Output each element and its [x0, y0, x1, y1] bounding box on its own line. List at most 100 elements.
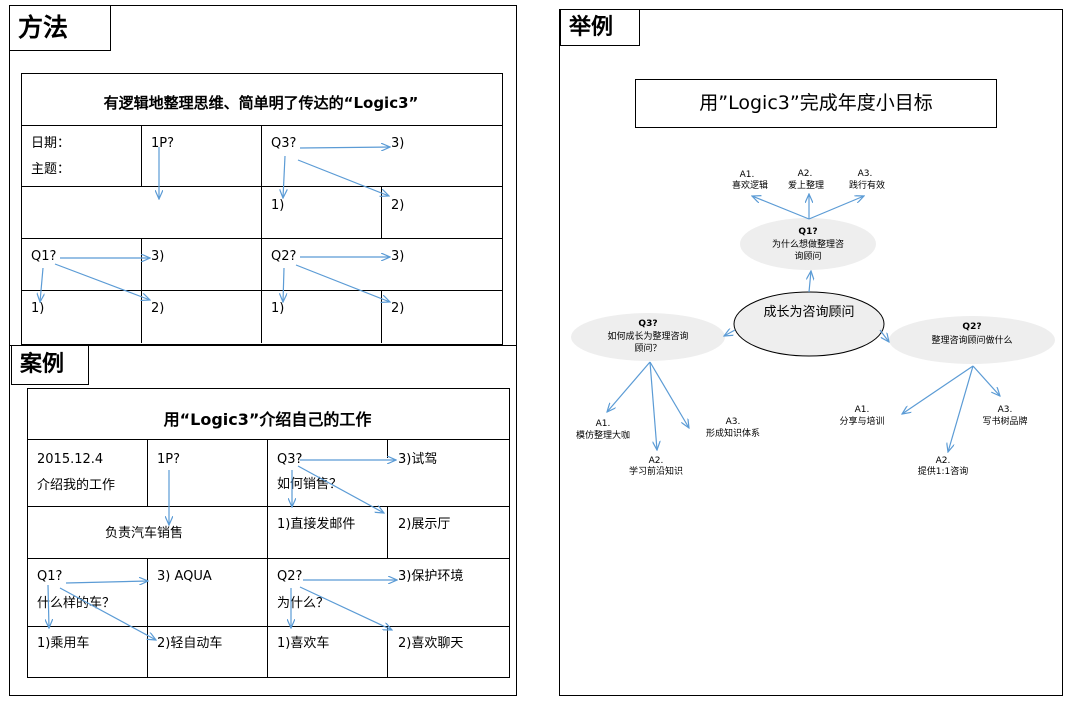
case-q2: Q2?	[277, 569, 303, 584]
q3-a3-text: 形成知识体系	[705, 429, 760, 439]
method-title: 有逻辑地整理思维、简单明了传达的“Logic3”	[103, 94, 419, 112]
method-q2-a2: 2)	[391, 301, 405, 316]
method-q3-a3: 3)	[391, 136, 405, 151]
case-p1: 1P?	[157, 452, 181, 467]
q1-a2-label: A2.	[797, 169, 813, 179]
q2-a1-text: 分享与培训	[839, 417, 885, 427]
q3-a2-text: 学习前沿知识	[628, 467, 683, 477]
q2-text: 整理咨询顾问做什么	[931, 336, 1013, 346]
q2-bubble	[889, 316, 1055, 364]
q3-text: 如何成长为整理咨询顾问？	[607, 332, 689, 354]
case-q1-a2: 2)轻自动车	[157, 636, 223, 651]
case-q2-a3: 3)保护环境	[398, 569, 464, 584]
case-col-line	[387, 626, 388, 677]
q1-label: Q1?	[798, 227, 818, 237]
method-q2: Q2?	[271, 249, 297, 264]
case-q1-a1: 1)乘用车	[37, 636, 90, 651]
case-q3-a3: 3)试驾	[398, 452, 438, 467]
arrow	[65, 581, 148, 583]
case-q2-a2: 2)喜欢聊天	[398, 636, 464, 651]
case-q3: Q3?	[277, 452, 303, 467]
case-col-line	[147, 439, 148, 506]
case-topic: 介绍我的工作	[37, 478, 116, 493]
method-q2-a1: 1)	[271, 301, 285, 316]
arrow	[902, 365, 974, 414]
arrow	[283, 155, 285, 198]
case-q2-text: 为什么？	[277, 596, 330, 611]
arrow	[808, 196, 864, 220]
method-q1: Q1?	[31, 249, 57, 264]
q3-a2-label: A2.	[648, 456, 664, 466]
q3-a3-label: A3.	[725, 417, 741, 427]
method-date-label: 日期：	[31, 136, 71, 151]
q2-a1-label: A1.	[854, 405, 870, 415]
q2-a2-label: A2.	[935, 456, 951, 466]
arrow	[724, 330, 736, 336]
example-tag: 举例	[560, 9, 640, 46]
method-q2-a3: 3)	[391, 249, 405, 264]
method-col-line	[381, 290, 382, 343]
center-bubble	[733, 291, 885, 357]
arrow	[607, 361, 651, 412]
method-q1-a1: 1)	[31, 301, 45, 316]
case-q3-a1: 1)直接发邮件	[277, 517, 356, 532]
case-row-line	[27, 506, 509, 507]
arrow	[752, 196, 810, 220]
method-topic-label: 主题：	[31, 162, 71, 177]
arrow	[48, 584, 49, 628]
method-col-line	[141, 125, 142, 186]
case-tag: 案例	[11, 345, 89, 385]
q2-a2-text: 提供1:1咨询	[917, 467, 969, 477]
case-q1-a3: 3) AQUA	[157, 569, 212, 584]
q1-a1-text: 喜欢逻辑	[731, 181, 768, 191]
method-col-line	[141, 238, 142, 343]
method-table	[21, 73, 503, 345]
example-title: 用”Logic3”完成年度小目标	[635, 79, 997, 128]
q2-a3-label: A3.	[997, 405, 1013, 415]
method-q3-a2: 2)	[391, 198, 405, 213]
case-col-line	[147, 558, 148, 677]
case-q3-a2: 2)展示厅	[398, 517, 451, 532]
case-row-line	[27, 558, 509, 559]
case-col-line	[387, 506, 388, 558]
method-col-line	[261, 125, 262, 343]
case-col-line	[267, 439, 268, 677]
method-col-line	[381, 186, 382, 238]
method-tag: 方法	[9, 5, 111, 51]
case-col-line	[387, 439, 388, 458]
case-table	[27, 388, 510, 678]
arrow	[59, 587, 156, 640]
method-q3: Q3?	[271, 136, 297, 151]
arrow	[297, 465, 384, 513]
arrow	[649, 361, 689, 428]
case-title: 用“Logic3”介绍自己的工作	[163, 410, 372, 429]
q3-bubble	[571, 313, 725, 361]
q2-label: Q2?	[962, 322, 982, 332]
case-q1: Q1?	[37, 569, 63, 584]
case-p1-answer: 负责汽车销售	[105, 526, 184, 541]
q2-a3-text: 写书树品牌	[982, 417, 1028, 427]
q3-a1-label: A1.	[595, 419, 611, 429]
arrow	[295, 264, 390, 302]
q3-label: Q3?	[638, 319, 658, 329]
arrow	[297, 159, 389, 196]
q1-a3-label: A3.	[857, 169, 873, 179]
center-text: 成长为咨询顾问	[763, 305, 855, 320]
q1-a2-text: 爱上整理	[787, 181, 824, 191]
arrow	[299, 147, 390, 148]
method-q1-a2: 2)	[151, 301, 165, 316]
arrow	[809, 271, 811, 293]
arrow	[879, 329, 889, 342]
case-date: 2015.12.4	[37, 452, 104, 467]
case-row-line	[27, 439, 509, 440]
case-row-line	[27, 626, 509, 627]
q1-a1-label: A1.	[739, 170, 755, 180]
q1-text: 为什么想做整理咨询顾问	[772, 240, 845, 262]
arrow	[299, 586, 392, 630]
q1-bubble	[740, 218, 876, 270]
q3-a1-text: 模仿整理大咖	[575, 431, 630, 441]
arrow	[948, 365, 974, 452]
arrow	[283, 267, 284, 302]
case-q2-a1: 1)喜欢车	[277, 636, 330, 651]
